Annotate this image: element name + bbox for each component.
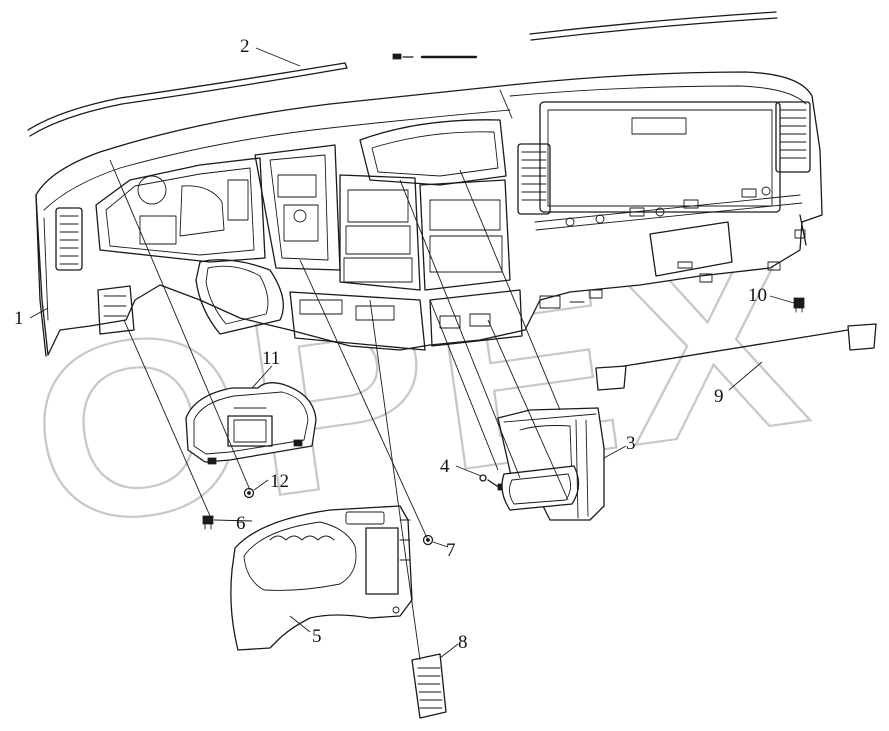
clip-and-rod-top xyxy=(392,53,478,60)
callout-11: 11 xyxy=(262,348,280,369)
top-trim-strip-right xyxy=(529,11,778,41)
top-trim-strip-left xyxy=(27,62,348,137)
callout-5: 5 xyxy=(312,626,322,647)
callout-2: 2 xyxy=(240,36,250,57)
callout-4: 4 xyxy=(440,456,450,477)
instrument-cluster-part-11 xyxy=(185,382,317,465)
strap-part-9 xyxy=(595,323,877,391)
dashboard-body xyxy=(35,71,823,357)
air-duct-part-3 xyxy=(497,407,605,521)
callout-7: 7 xyxy=(446,540,456,561)
callout-3: 3 xyxy=(626,433,636,454)
clip-part-10 xyxy=(793,297,805,313)
callout-10: 10 xyxy=(748,285,767,306)
vent-part-8 xyxy=(411,653,447,719)
callout-12: 12 xyxy=(270,471,289,492)
callout-8: 8 xyxy=(458,632,468,653)
callout-labels: 1 2 3 4 5 6 7 8 9 10 11 12 xyxy=(14,36,767,653)
callout-6: 6 xyxy=(236,513,246,534)
callout-9: 9 xyxy=(714,386,724,407)
callout-1: 1 xyxy=(14,308,24,329)
leader-lines xyxy=(29,47,795,661)
clip-part-6 xyxy=(202,515,214,530)
cluster-bezel-part-5 xyxy=(230,505,413,651)
